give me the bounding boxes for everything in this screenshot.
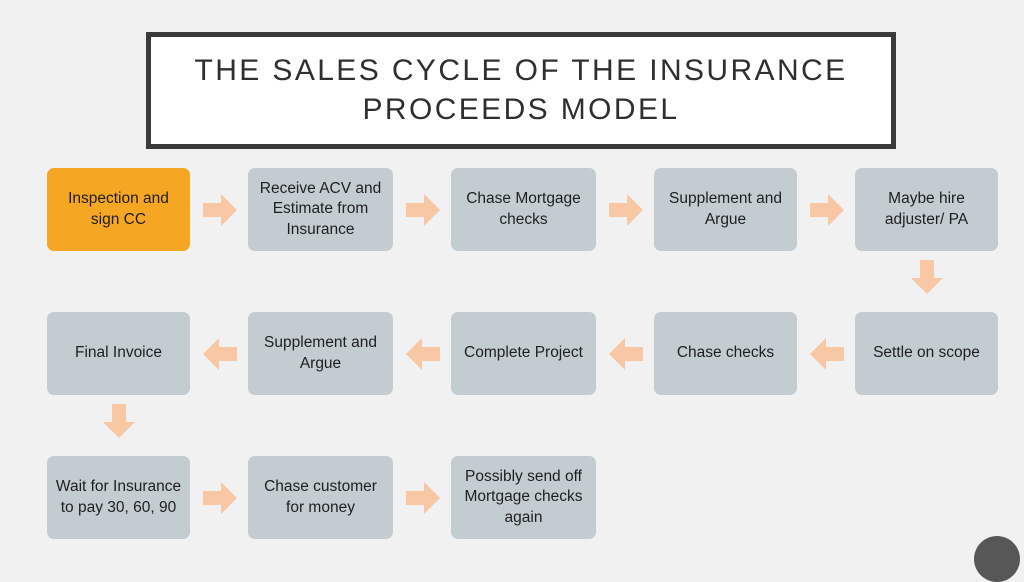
arrow-right-icon — [201, 191, 239, 229]
arrow-right-icon — [201, 479, 239, 517]
flow-node-label: Chase checks — [676, 344, 775, 362]
flow-node-label: Supplement and Argue — [669, 190, 782, 228]
flow-node-label: Complete Project — [464, 344, 583, 362]
flow-node-label: Receive ACV and Estimate from Insurance — [259, 179, 382, 238]
arrow-left-icon — [404, 335, 442, 373]
arrow-down-icon — [100, 402, 138, 440]
page-title: THE SALES CYCLE OF THE INSURANCE PROCEED… — [176, 52, 865, 129]
flow-node-label: Chase customer for money — [264, 478, 377, 516]
slide-canvas: THE SALES CYCLE OF THE INSURANCE PROCEED… — [47, 32, 1020, 582]
flow-node-inspection-and-sign-cc[interactable]: Inspection and sign CC — [47, 168, 190, 251]
flow-node-maybe-hire-adjuster-pa[interactable]: Maybe hire adjuster/ PA — [855, 168, 998, 251]
flow-node-final-invoice[interactable]: Final Invoice — [47, 312, 190, 395]
arrow-right-icon — [404, 479, 442, 517]
flow-node-wait-for-insurance-to-pay[interactable]: Wait for Insurance to pay 30, 60, 90 — [47, 456, 190, 539]
flow-node-label: Settle on scope — [873, 344, 980, 362]
flow-node-possibly-send-off-mortgage-checks-again[interactable]: Possibly send off Mortgage checks again — [451, 456, 596, 539]
flow-node-label: Maybe hire adjuster/ PA — [884, 190, 969, 228]
flow-node-complete-project[interactable]: Complete Project — [451, 312, 596, 395]
flow-node-chase-customer-for-money[interactable]: Chase customer for money — [248, 456, 393, 539]
arrow-down-icon — [908, 258, 946, 296]
page-title-line-2: PROCEEDS MODEL — [362, 92, 680, 126]
flow-node-label: Chase Mortgage checks — [466, 190, 581, 228]
flow-node-supplement-and-argue-row1[interactable]: Supplement and Argue — [654, 168, 797, 251]
flow-node-settle-on-scope[interactable]: Settle on scope — [855, 312, 998, 395]
flow-node-label: Supplement and Argue — [264, 334, 377, 372]
arrow-left-icon — [607, 335, 645, 373]
flow-node-label: Wait for Insurance to pay 30, 60, 90 — [55, 478, 182, 516]
arrow-left-icon — [201, 335, 239, 373]
flow-node-label: Inspection and sign CC — [68, 190, 169, 228]
flow-node-chase-mortgage-checks[interactable]: Chase Mortgage checks — [451, 168, 596, 251]
arrow-right-icon — [404, 191, 442, 229]
arrow-left-icon — [808, 335, 846, 373]
arrow-right-icon — [607, 191, 645, 229]
flow-node-label: Possibly send off Mortgage checks again — [464, 467, 583, 526]
slide-title-box: THE SALES CYCLE OF THE INSURANCE PROCEED… — [146, 32, 896, 149]
flow-node-supplement-and-argue-row2[interactable]: Supplement and Argue — [248, 312, 393, 395]
flow-node-label: Final Invoice — [74, 344, 162, 362]
corner-circle-icon[interactable] — [974, 536, 1020, 582]
page-title-line-1: THE SALES CYCLE OF THE INSURANCE — [194, 54, 848, 88]
flow-node-receive-acv-and-estimate[interactable]: Receive ACV and Estimate from Insurance — [248, 168, 393, 251]
flow-node-chase-checks[interactable]: Chase checks — [654, 312, 797, 395]
arrow-right-icon — [808, 191, 846, 229]
